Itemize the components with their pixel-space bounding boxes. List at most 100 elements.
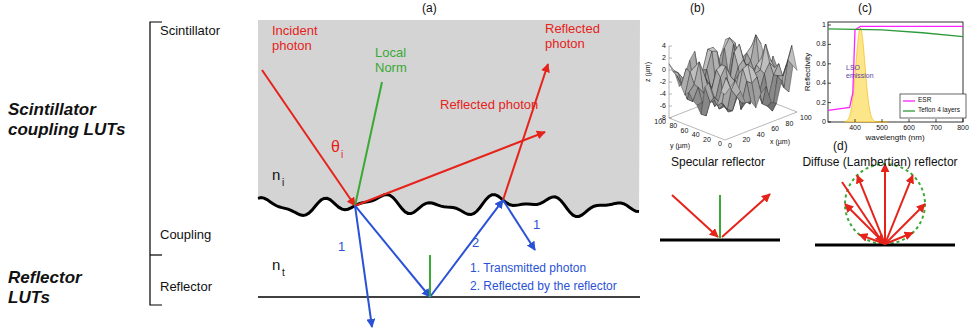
reflected-ray	[355, 132, 545, 206]
axis-tick-label: 800	[957, 124, 969, 132]
lut-heading: Reflector LUTs	[8, 268, 108, 307]
surface-patch	[774, 64, 783, 76]
axis-tick	[828, 63, 831, 64]
axis-tick-label: 400	[849, 124, 861, 132]
axis-tick	[855, 119, 856, 122]
axis-tick-label: 0	[718, 140, 722, 148]
axis-tick	[936, 119, 937, 122]
teflon-curve	[828, 29, 963, 37]
scintillator-region	[258, 20, 640, 217]
axis-tick-label: 0.6	[816, 60, 826, 68]
axis-tick	[828, 44, 831, 45]
axis-tick-label: 20	[703, 136, 711, 144]
scattered-ray	[885, 204, 925, 244]
panel-label: (a)	[422, 2, 437, 16]
axis-tick	[909, 119, 910, 122]
index-subscript: t	[282, 267, 285, 279]
scattered-ray	[842, 182, 883, 243]
scattered-ray	[857, 175, 885, 244]
local-normal	[355, 82, 382, 206]
specular-reflector-sketch	[660, 194, 780, 240]
rough-surface	[258, 195, 639, 217]
legend-text: Teflon 4 layers	[918, 106, 960, 113]
axis-tick-label: -6	[660, 102, 666, 110]
surface-patch	[731, 81, 740, 97]
axis-tick-label: -4	[660, 90, 666, 98]
incident-ray	[672, 195, 718, 237]
surface-patch	[705, 83, 714, 103]
axis-title: y (µm)	[670, 142, 690, 150]
axis-title: x (µm)	[770, 138, 790, 146]
legend-text: ESR	[918, 96, 931, 103]
surface-normal	[719, 195, 721, 238]
axis-tick-label: 0.8	[816, 40, 826, 48]
ray-number: 1	[338, 240, 345, 255]
axis-tick	[882, 119, 883, 122]
emission-area	[844, 28, 887, 122]
axis-tick-label: 0.2	[816, 99, 826, 107]
reflected-ray	[722, 194, 770, 237]
axis-tick-label: 60	[771, 125, 779, 133]
plot-axis	[669, 58, 672, 59]
reflected-ray	[503, 64, 548, 200]
reflector-surface	[660, 239, 780, 242]
axis-title: z (µm)	[644, 62, 652, 82]
axis-tick	[828, 25, 831, 26]
axis-tick-label: 60	[681, 127, 689, 135]
axis-tick-label: 700	[930, 124, 942, 132]
axis-tick-label: 1	[822, 21, 826, 29]
scattered-ray	[885, 233, 913, 244]
ray-key: 2. Reflected by the reflector	[470, 280, 617, 294]
ray-number: 2	[472, 236, 479, 251]
axis-tick-label: 2	[662, 54, 666, 62]
ray-label: Reflected photon	[440, 98, 538, 113]
surface-patch	[669, 64, 678, 73]
axis-tick	[828, 102, 831, 103]
incident-ray	[262, 70, 355, 206]
axis-tick-label: 80	[669, 122, 677, 130]
surface-patch	[788, 45, 797, 70]
plot-axis	[669, 82, 672, 83]
reflector-line	[258, 296, 640, 298]
layer-name: Reflector	[160, 280, 212, 295]
axis-tick-label: 40	[692, 131, 700, 139]
legend-box	[900, 94, 966, 118]
lut-heading: Scintillator coupling LUTs	[8, 100, 138, 139]
axis-tick-label: 4	[662, 42, 666, 50]
plot-axis	[669, 118, 725, 140]
plot-axis	[669, 106, 672, 107]
axis-tick-label: 0	[822, 118, 826, 126]
angle-symbol: θ	[331, 138, 340, 156]
ray-label: Incident photon	[272, 24, 332, 54]
index-subscript: i	[282, 177, 284, 189]
axis-tick-label: 500	[876, 124, 888, 132]
bracket-line	[150, 22, 162, 305]
legend-sample	[903, 100, 915, 101]
plot-frame	[828, 22, 963, 122]
transmitted-ray	[503, 200, 535, 250]
axis-tick	[828, 122, 831, 123]
axis-tick-label: 0.4	[816, 79, 826, 87]
layer-name: Scintillator	[160, 24, 220, 39]
axis-tick-label: 20	[742, 136, 750, 144]
angle-subscript: i	[341, 149, 343, 161]
plot-axis	[669, 46, 672, 47]
plot-axis	[669, 70, 672, 71]
axis-tick	[828, 83, 831, 84]
reflector-normal	[429, 255, 431, 297]
ray-key: 1. Transmitted photon	[470, 262, 586, 276]
panel-label: (d)	[833, 140, 848, 154]
axis-tick	[963, 119, 964, 122]
axis-tick-label: 40	[757, 131, 765, 139]
ray-number: 1	[533, 218, 540, 233]
axis-tick-label: -2	[660, 78, 666, 86]
transmitted-ray	[355, 206, 430, 297]
scattered-ray	[884, 164, 886, 244]
index-symbol: n	[272, 256, 280, 273]
axis-tick-label: 600	[903, 124, 915, 132]
plot-axis	[669, 94, 672, 95]
plot-axis	[669, 118, 672, 119]
scattered-ray	[885, 175, 913, 244]
